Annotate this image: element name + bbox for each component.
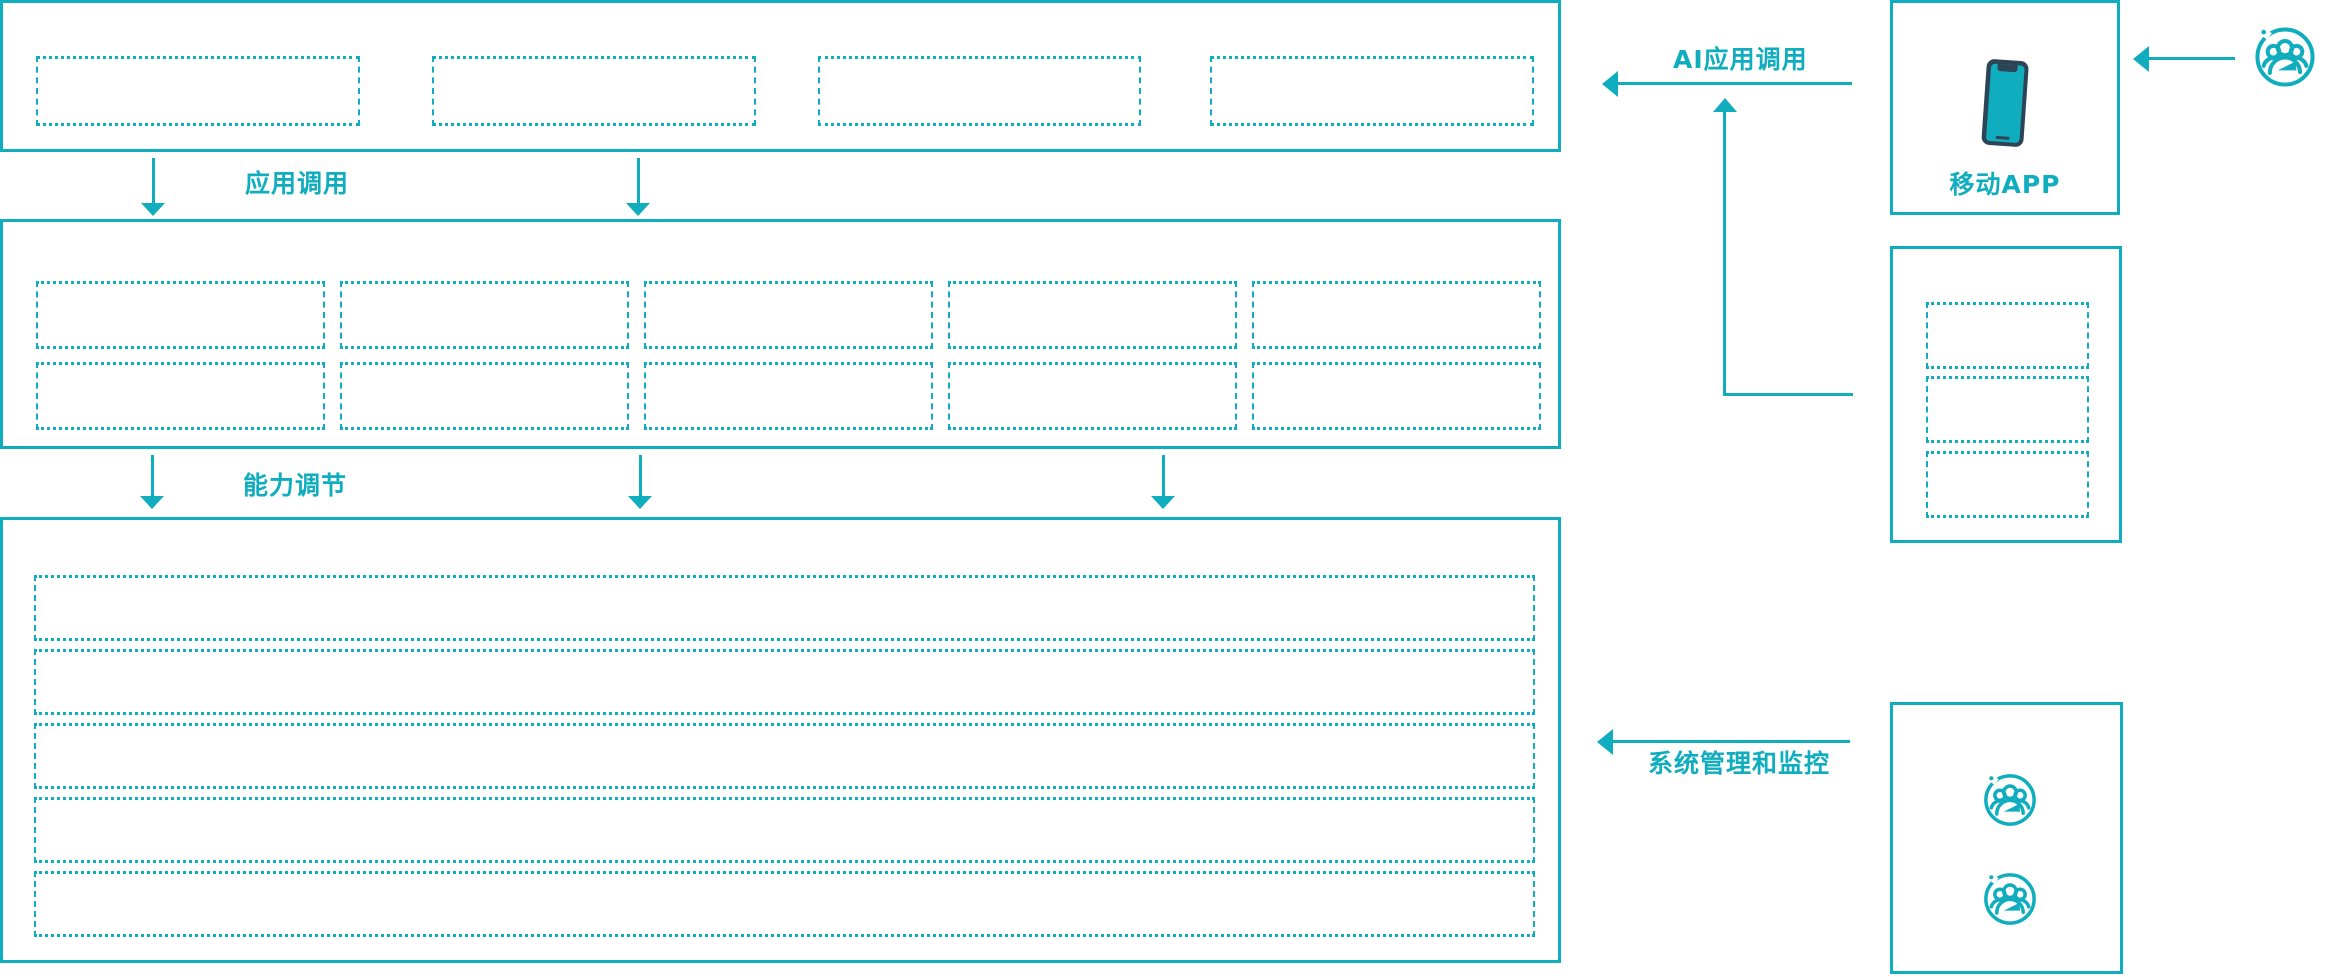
placeholder-box xyxy=(432,56,756,126)
capability-adjust-arrow-1 xyxy=(151,455,154,497)
mobile-app-panel: 移动APP xyxy=(1890,0,2120,215)
gateway-elbow-line xyxy=(1723,393,1853,396)
system-monitor-arrowhead xyxy=(1597,729,1613,755)
admin-users-icon xyxy=(1982,871,2038,927)
placeholder-box xyxy=(36,56,360,126)
placeholder-row xyxy=(34,871,1535,937)
app-layer-box xyxy=(0,0,1561,152)
user-to-app-arrow xyxy=(2149,57,2235,60)
app-call-arrow-1 xyxy=(152,158,155,204)
resource-layer-box xyxy=(0,517,1561,963)
ai-app-call-arrow xyxy=(1618,82,1852,85)
mobile-app-label: 移动APP xyxy=(1949,170,2061,199)
admin-panel xyxy=(1890,702,2123,974)
placeholder-box xyxy=(1210,56,1534,126)
placeholder-box xyxy=(948,281,1237,349)
placeholder-box xyxy=(1252,281,1541,349)
placeholder-box xyxy=(340,281,629,349)
system-monitor-label: 系统管理和监控 xyxy=(1648,749,1831,778)
gateway-up-arrow xyxy=(1723,111,1726,396)
placeholder-box xyxy=(1926,302,2089,369)
placeholder-box xyxy=(36,362,325,430)
placeholder-row xyxy=(34,723,1535,789)
ai-app-call-arrowhead xyxy=(1602,71,1618,97)
placeholder-box xyxy=(36,281,325,349)
admin-users-icon xyxy=(1982,772,2038,828)
placeholder-box xyxy=(818,56,1141,126)
capability-adjust-label: 能力调节 xyxy=(243,471,348,500)
capability-adjust-arrowhead-2 xyxy=(628,496,652,509)
system-monitor-arrow xyxy=(1613,740,1850,743)
placeholder-box xyxy=(948,362,1237,430)
placeholder-box xyxy=(340,362,629,430)
user-to-app-arrowhead xyxy=(2133,46,2149,72)
placeholder-box xyxy=(644,362,933,430)
smartphone-icon xyxy=(1977,58,2033,150)
placeholder-row xyxy=(34,575,1535,641)
capability-adjust-arrowhead-1 xyxy=(140,496,164,509)
app-call-arrow-2 xyxy=(637,158,640,204)
placeholder-box xyxy=(1926,376,2089,443)
placeholder-box xyxy=(1252,362,1541,430)
capability-adjust-arrow-2 xyxy=(639,455,642,497)
capability-adjust-arrow-3 xyxy=(1162,455,1165,497)
app-call-arrowhead-1 xyxy=(141,203,165,216)
placeholder-box xyxy=(644,281,933,349)
placeholder-box xyxy=(1926,451,2089,518)
capability-layer-box xyxy=(0,219,1561,449)
ai-app-call-label: AI应用调用 xyxy=(1673,45,1808,74)
placeholder-row xyxy=(34,797,1535,863)
gateway-up-arrowhead xyxy=(1713,98,1737,112)
gateway-panel xyxy=(1890,246,2122,543)
capability-adjust-arrowhead-3 xyxy=(1151,496,1175,509)
app-call-arrowhead-2 xyxy=(626,203,650,216)
placeholder-row xyxy=(34,649,1535,715)
end-user-users-icon xyxy=(2253,25,2317,89)
app-call-label: 应用调用 xyxy=(245,169,350,198)
